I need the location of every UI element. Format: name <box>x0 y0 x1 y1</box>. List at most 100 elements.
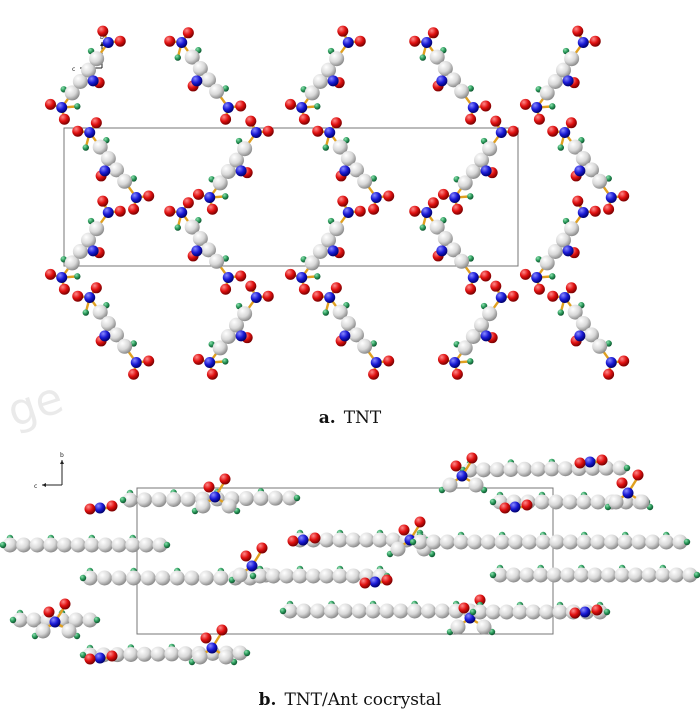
hydrogen-atom <box>222 255 229 262</box>
carbon-atom <box>195 498 211 514</box>
carbon-atom <box>184 219 200 235</box>
oxygen-atom <box>240 550 252 562</box>
nitrogen-atom <box>204 192 216 204</box>
oxygen-atom <box>618 190 630 202</box>
nitrogen-atom <box>509 501 521 513</box>
oxygen-atom <box>284 268 296 280</box>
carbon-atom <box>450 619 466 635</box>
carbon-atom <box>547 244 563 260</box>
nitrogen-atom <box>577 36 589 48</box>
carbon-atom <box>332 304 348 320</box>
nitrogen-atom <box>297 534 309 546</box>
carbon-atom <box>332 532 348 548</box>
nitrogen-atom <box>84 126 96 138</box>
carbon-atom <box>617 534 633 550</box>
carbon-atom <box>337 603 353 619</box>
nitrogen-atom <box>94 502 106 514</box>
molecule <box>44 195 126 295</box>
carbon-atom <box>379 603 395 619</box>
carbon-atom <box>390 541 406 557</box>
carbon-atom <box>521 534 537 550</box>
carbon-atom <box>192 60 208 76</box>
carbon-atom <box>100 150 116 166</box>
carbon-atom <box>548 494 564 510</box>
hydrogen-atom <box>163 541 171 549</box>
hydrogen-atom <box>370 175 377 182</box>
oxygen-atom <box>219 473 231 485</box>
carbon-atom <box>489 462 505 478</box>
hydrogen-atom <box>130 340 137 347</box>
nitrogen-atom <box>421 206 433 218</box>
nitrogen-atom <box>495 291 507 303</box>
oxygen-atom <box>192 353 204 365</box>
carbon-atom <box>576 534 592 550</box>
carbon-atom <box>682 567 698 583</box>
carbon-atom <box>555 62 571 78</box>
oxygen-atom <box>298 283 310 295</box>
carbon-atom <box>485 604 501 620</box>
tnt-cluster <box>31 598 81 640</box>
oxygen-atom <box>337 25 349 37</box>
carbon-atom <box>82 570 98 586</box>
nitrogen-atom <box>562 75 574 87</box>
carbon-atom <box>631 534 647 550</box>
oxygen-atom <box>298 113 310 125</box>
oxygen-atom <box>451 203 463 215</box>
carbon-atom <box>152 537 168 553</box>
carbon-atom <box>365 603 381 619</box>
oxygen-atom <box>200 632 212 644</box>
oxygen-atom <box>220 113 232 125</box>
nitrogen-atom <box>449 192 461 204</box>
oxygen-atom <box>58 113 70 125</box>
tnt-cluster <box>604 469 654 511</box>
oxygen-atom <box>490 280 502 292</box>
hydrogen-atom <box>119 496 127 504</box>
carbon-atom <box>517 461 533 477</box>
carbon-atom <box>641 567 657 583</box>
nitrogen-atom <box>56 272 68 284</box>
oxygen-atom <box>437 188 449 200</box>
nitro-group <box>569 604 603 619</box>
carbon-atom <box>64 255 80 271</box>
carbon-atom <box>212 340 228 356</box>
hydrogen-atom <box>322 144 329 151</box>
carbon-atom <box>117 338 133 354</box>
carbon-atom <box>535 534 551 550</box>
carbon-atom <box>228 152 244 168</box>
hydrogen-atom <box>79 574 87 582</box>
carbon-atom <box>590 494 606 510</box>
oxygen-atom <box>354 205 366 217</box>
hydrogen-atom <box>623 464 631 472</box>
carbon-atom <box>592 173 608 189</box>
molecule <box>164 197 247 295</box>
nitrogen-atom <box>436 245 448 257</box>
carbon-atom <box>612 460 628 476</box>
carbon-atom <box>555 232 571 248</box>
carbon-atom <box>393 603 409 619</box>
oxygen-atom <box>533 113 545 125</box>
hydrogen-atom <box>409 538 417 546</box>
oxygen-atom <box>565 282 577 294</box>
hydrogen-atom <box>683 538 691 546</box>
carbon-atom <box>557 461 573 477</box>
hydrogen-atom <box>489 571 497 579</box>
carbon-atom <box>434 603 450 619</box>
carbon-atom <box>549 534 565 550</box>
carbon-atom <box>200 242 216 258</box>
hydrogen-atom <box>293 494 301 502</box>
oxygen-atom <box>312 290 324 302</box>
oxygen-atom <box>220 283 232 295</box>
carbon-atom <box>426 534 442 550</box>
carbon-atom <box>304 85 320 101</box>
carbon-atom <box>508 534 524 550</box>
hydrogen-atom <box>314 103 321 110</box>
carbon-atom <box>658 534 674 550</box>
nitrogen-atom <box>56 102 68 114</box>
nitrogen-atom <box>324 126 336 138</box>
oxygen-atom <box>58 283 70 295</box>
molecule <box>519 25 601 125</box>
carbon-atom <box>29 537 45 553</box>
hydrogen-atom <box>605 340 612 347</box>
carbon-atom <box>108 327 124 343</box>
carbon-atom <box>494 534 510 550</box>
